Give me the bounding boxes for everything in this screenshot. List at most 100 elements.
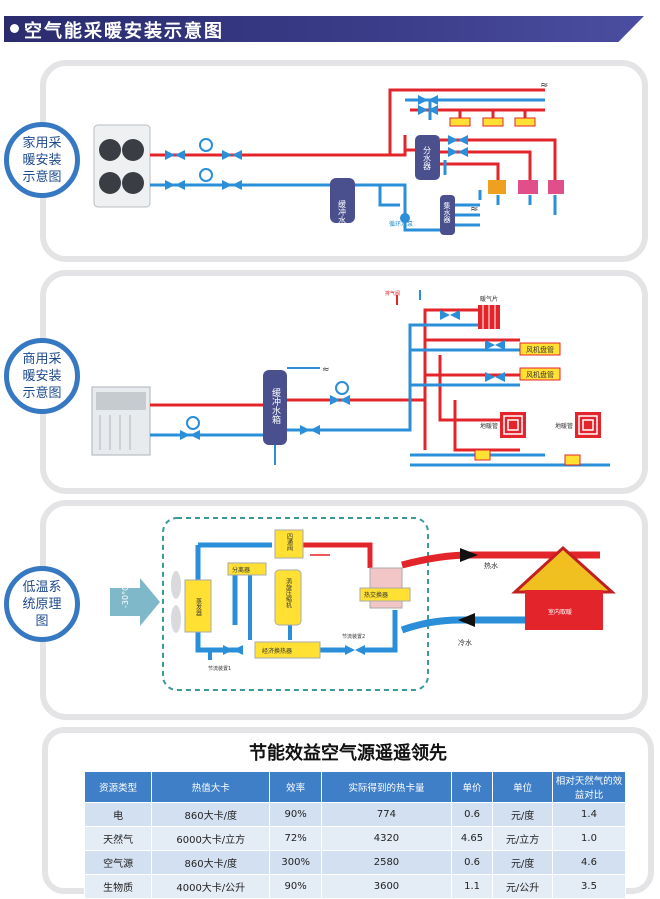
- commercial-cold-pipe: [150, 323, 610, 467]
- home-buffer-tank: [330, 178, 355, 223]
- table-row: 电 860大卡/度 90% 774 0.6 元/度 1.4: [83, 802, 626, 827]
- table-row: 天然气 6000大卡/立方 72% 4320 4.65 元/立方 1.0: [83, 826, 626, 851]
- evaporator-label: 蒸发器: [195, 597, 202, 617]
- comparison-table-section: 节能效益空气源遥遥领先 资源类型 热值大卡 效率 实际得到的热卡量 单价 单位 …: [42, 727, 654, 899]
- home-label-text: 家用采暖安装示意图: [22, 135, 62, 185]
- svg-text:≈: ≈: [322, 365, 330, 375]
- cell: 生物质: [83, 874, 153, 899]
- cell: 860大卡/度: [151, 802, 271, 827]
- commercial-radiator-icon: [478, 305, 500, 329]
- col-header: 实际得到的热卡量: [321, 771, 452, 803]
- separator: [227, 562, 267, 576]
- cell: 元/度: [492, 802, 553, 827]
- commercial-fan-coil-1: [519, 342, 561, 356]
- throttle2-label: 节流装置2: [342, 633, 365, 640]
- commercial-radiator-label: 暖气片: [480, 295, 498, 303]
- commercial-floor-heat-2-icon: [575, 412, 601, 438]
- cell: 3.5: [552, 874, 626, 899]
- heat-exchanger-label: 热交换器: [364, 591, 388, 599]
- commercial-floor-heat-1-label: 地暖管: [480, 422, 498, 430]
- home-pump-icon: [400, 213, 410, 223]
- home-collector-top-label: 分水器: [423, 146, 432, 171]
- col-header: 效率: [269, 771, 323, 803]
- cell: 元/公升: [492, 874, 553, 899]
- commercial-section-label: 商用采暖安装示意图: [4, 338, 80, 414]
- table-header-row: 资源类型 热值大卡 效率 实际得到的热卡量 单价 单位 相对天然气的效益对比: [83, 771, 626, 803]
- page-header: 空气能采暖安装示意图: [0, 0, 660, 50]
- home-pump-label: 循环水泵: [389, 220, 413, 228]
- energy-comparison-table: 资源类型 热值大卡 效率 实际得到的热卡量 单价 单位 相对天然气的效益对比 电…: [83, 771, 626, 899]
- house-icon: [511, 545, 616, 630]
- commercial-label-text: 商用采暖安装示意图: [22, 351, 62, 401]
- commercial-floor-heat-1-icon: [500, 412, 526, 438]
- fan-icon: [171, 571, 181, 633]
- table-row: 空气源 860大卡/度 300% 2580 0.6 元/度 4.6: [83, 850, 626, 875]
- cell: 空气源: [83, 850, 153, 875]
- svg-text:≈: ≈: [540, 80, 548, 91]
- table-title: 节能效益空气源遥遥领先: [249, 743, 447, 764]
- cell: 4000大卡/公升: [151, 874, 271, 899]
- cell: 2580: [321, 850, 452, 875]
- commercial-buffer-tank-label: 缓冲水箱: [270, 387, 281, 425]
- cell: 774: [321, 802, 452, 827]
- cell: 1.4: [552, 802, 626, 827]
- lowtemp-label-text: 低温系统原理图: [22, 579, 62, 629]
- col-header: 单价: [450, 771, 494, 803]
- cell: 860大卡/度: [151, 850, 271, 875]
- cell: 4.65: [450, 826, 494, 851]
- col-header: 单位: [492, 771, 553, 803]
- commercial-fan-coil-1-label: 风机盘管: [526, 345, 554, 354]
- cell: 1.0: [552, 826, 626, 851]
- home-valve-icons: [165, 95, 468, 190]
- home-buffer-tank-label: 缓冲水箱: [338, 199, 347, 233]
- home-collector-bottom: [440, 195, 455, 235]
- cell: 元/立方: [492, 826, 553, 851]
- table-row: 生物质 4000大卡/公升 90% 3600 1.1 元/公升 3.5: [83, 874, 626, 899]
- commercial-exhaust-label: 排气阀: [385, 290, 400, 297]
- throttle1-label: 节流装置1: [208, 665, 231, 672]
- home-collector-top: [415, 135, 440, 180]
- commercial-buffer-tank: [263, 370, 287, 445]
- col-header: 热值大卡: [151, 771, 271, 803]
- cell: 3600: [321, 874, 452, 899]
- cell: 4.6: [552, 850, 626, 875]
- cold-air-arrow: [110, 578, 160, 626]
- commercial-valve-icons: [180, 310, 505, 440]
- commercial-hot-pipe: [150, 308, 520, 452]
- home-section-label: 家用采暖安装示意图: [4, 122, 80, 198]
- compressor-label: 涡旋压缩机: [285, 577, 292, 609]
- hot-water-label: 热水: [484, 561, 498, 570]
- evaporator: [184, 579, 212, 633]
- outdoor-unit-icon: [93, 124, 151, 208]
- cell: 4320: [321, 826, 452, 851]
- home-collector-bottom-label: 集水器: [443, 201, 451, 224]
- four-way-valve: [274, 529, 304, 559]
- bullet-icon: [10, 24, 19, 33]
- cell: 90%: [269, 802, 323, 827]
- home-hot-pipe: [150, 88, 545, 157]
- col-header: 资源类型: [83, 771, 153, 803]
- home-terminal-boxes: [449, 117, 564, 194]
- page-title: 空气能采暖安装示意图: [24, 21, 224, 42]
- header-band: [4, 16, 644, 42]
- commercial-fan-coil-2: [519, 367, 561, 381]
- cell: 0.6: [450, 850, 494, 875]
- col-header: 相对天然气的效益对比: [552, 771, 626, 803]
- svg-text:≈: ≈: [470, 204, 478, 215]
- economizer-label: 经济换热器: [262, 647, 292, 655]
- temperature-label: -30°C: [121, 585, 130, 608]
- commercial-unit-icon: [91, 386, 151, 456]
- cell: 0.6: [450, 802, 494, 827]
- cell: 300%: [269, 850, 323, 875]
- cold-water-label: 冷水: [458, 638, 472, 647]
- cell: 天然气: [83, 826, 153, 851]
- cell: 90%: [269, 874, 323, 899]
- four-way-label: 四通阀: [286, 533, 293, 552]
- cell: 72%: [269, 826, 323, 851]
- compressor: [274, 569, 302, 626]
- cell: 1.1: [450, 874, 494, 899]
- cell: 电: [83, 802, 153, 827]
